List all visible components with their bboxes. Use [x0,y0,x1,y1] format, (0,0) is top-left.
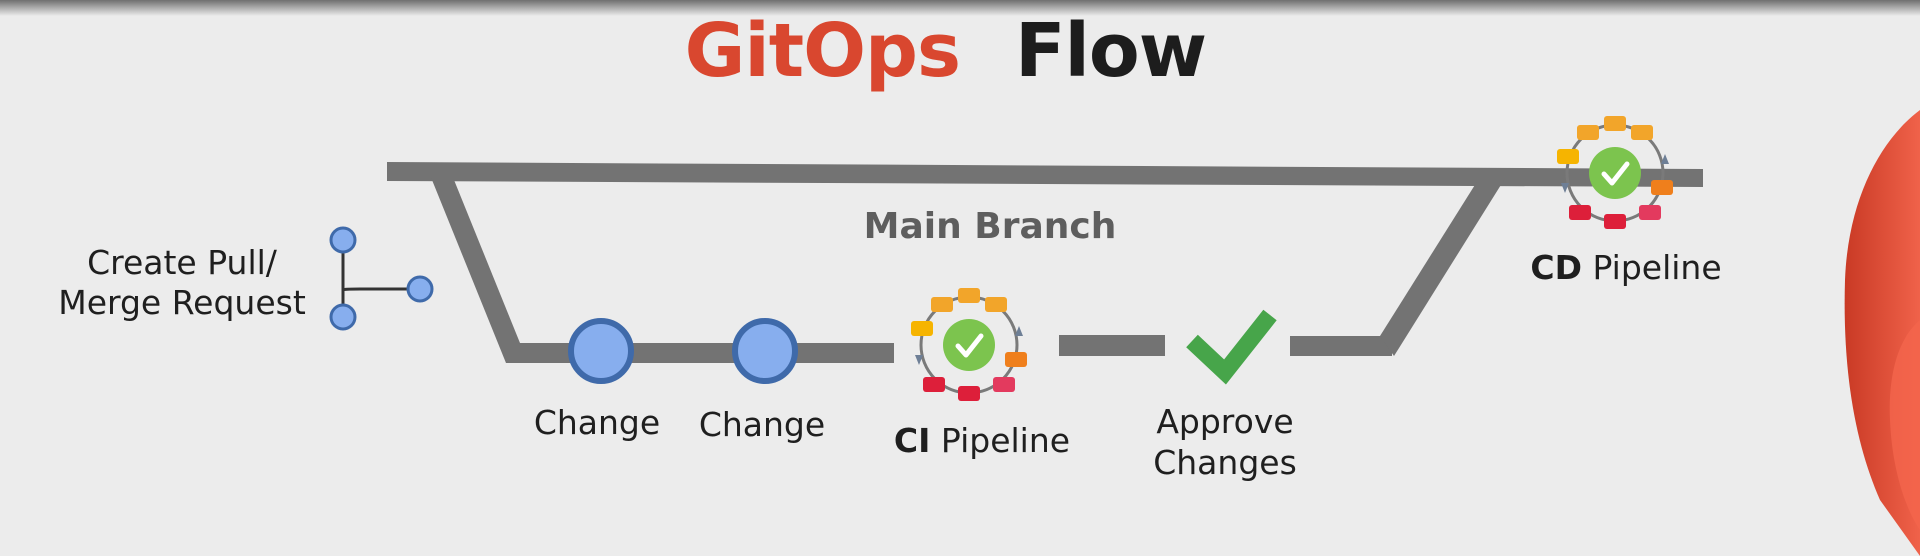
branch-out-line [430,175,520,363]
ci-label-rest: Pipeline [930,421,1070,460]
main-branch-line [387,162,1703,187]
cd-label-rest: Pipeline [1582,248,1722,287]
checkmark-icon [1186,309,1277,385]
merge-back-line [1380,180,1504,356]
page-title-part2: Flow [1015,8,1206,94]
ci-label-bold: CI [894,421,931,460]
change-label-1: Change [534,403,660,442]
pull-request-label-line2: Merge Request [58,283,306,322]
commit-node-1 [568,318,634,384]
ci-pipeline-label: CI Pipeline [894,421,1070,460]
approve-label-line2: Changes [1153,443,1297,482]
feature-branch-line [506,343,894,363]
commit-node-2 [732,318,798,384]
top-shadow [0,0,1920,16]
red-shape-highlight [1889,320,1920,530]
change-label-2: Change [699,405,825,444]
cd-label-bold: CD [1530,248,1582,287]
pull-request-label-line1: Create Pull/ [87,243,278,282]
review-segment [1059,335,1165,356]
cd-pipeline-label: CD Pipeline [1530,248,1721,287]
page-title-part1: GitOps [685,8,960,94]
ci-pipeline-icon [911,288,1027,401]
git-branch-icon [329,226,434,331]
merge-segment [1290,336,1392,356]
main-branch-label: Main Branch [864,206,1117,247]
approve-label-line1: Approve [1156,402,1293,441]
